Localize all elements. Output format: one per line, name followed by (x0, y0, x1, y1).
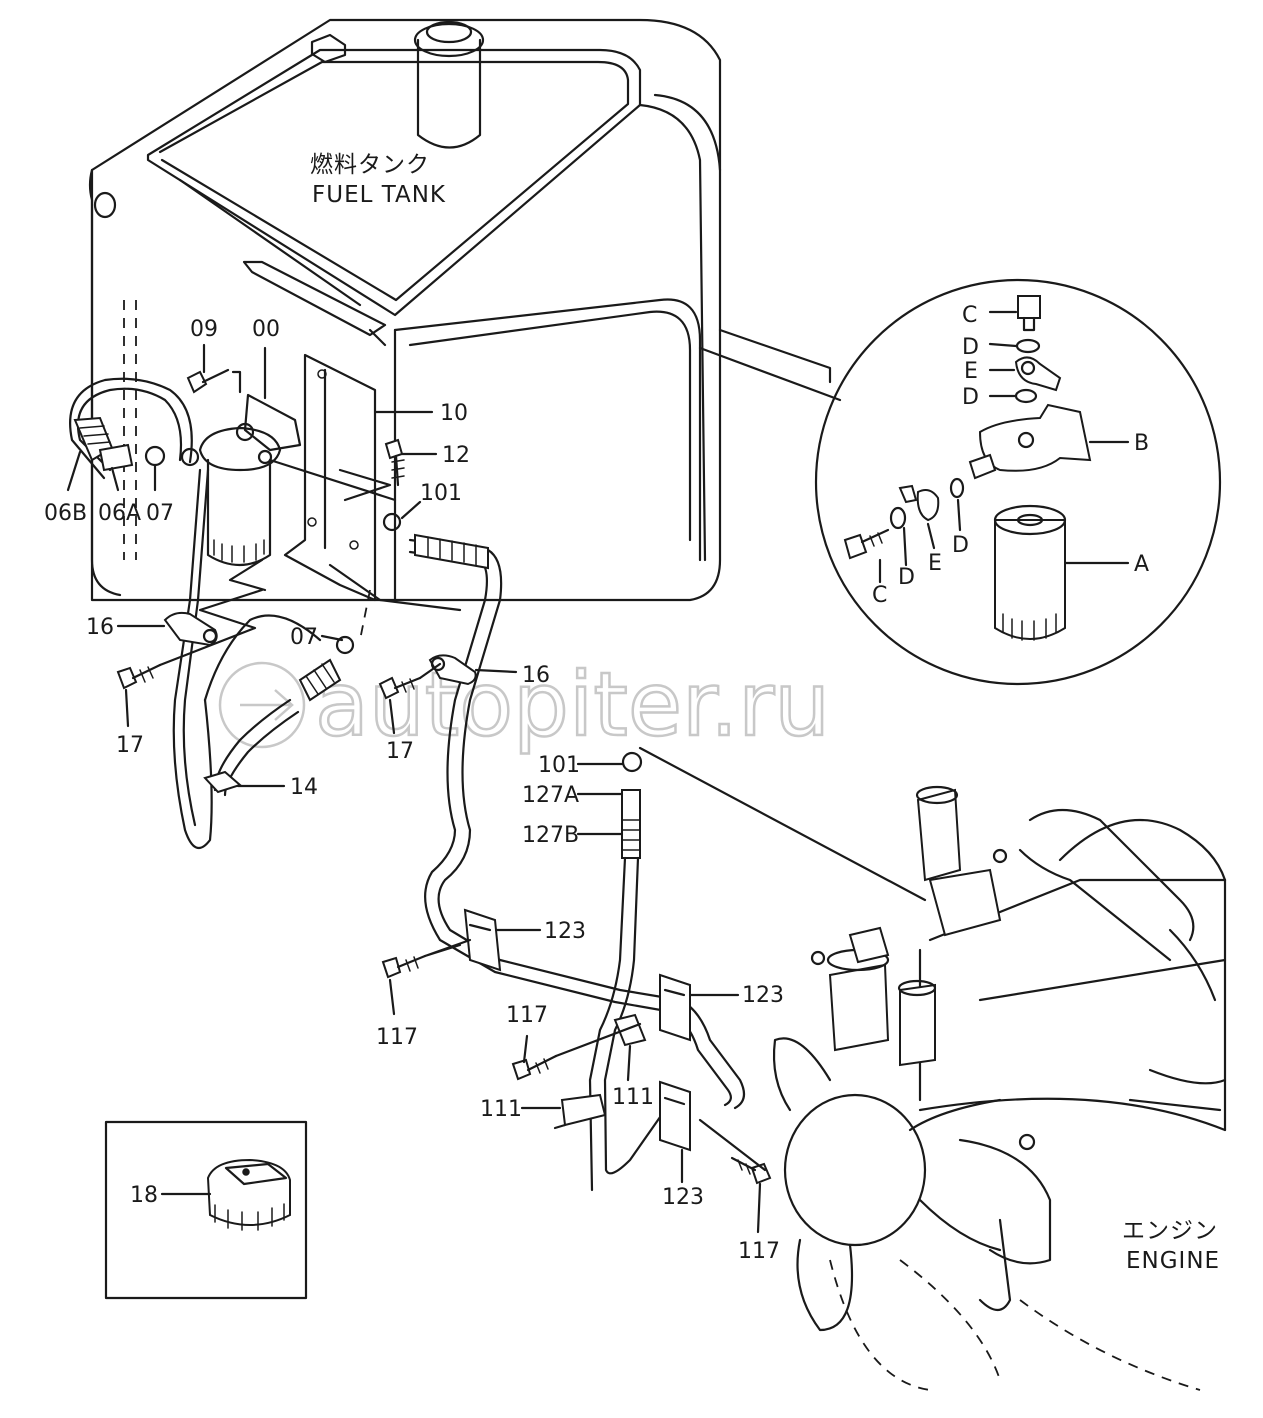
callout-06A: 06A (98, 501, 141, 526)
callout-117-left: 117 (376, 1025, 418, 1050)
callout-16-right: 16 (522, 663, 550, 688)
callout-17-left: 17 (116, 733, 144, 758)
watermark: autopiter.ru (218, 652, 831, 757)
callout-18: 18 (130, 1183, 158, 1208)
callout-14: 14 (290, 775, 318, 800)
engine-label-en: ENGINE (1126, 1248, 1220, 1274)
callout-127B: 127B (522, 823, 579, 848)
detail-label-C-bottom: C (872, 583, 887, 608)
bolt-117-a (381, 954, 427, 979)
callout-leaders (66, 343, 762, 1234)
hose-clip-101-upper (382, 512, 402, 532)
callout-07-upper: 07 (146, 501, 174, 526)
detail-labels: C D E D B C D E D A (872, 303, 1149, 608)
fuel-hose-to-engine (408, 533, 746, 1110)
callout-17-right: 17 (386, 739, 414, 764)
detail-label-E-bottom: E (928, 551, 942, 576)
engine (772, 785, 1227, 1391)
bolt-17-left (116, 663, 162, 690)
clamp-123-mid (659, 973, 691, 1042)
callout-07-lower: 07 (290, 625, 318, 650)
callout-101-lower: 101 (538, 753, 580, 778)
callout-16-left: 16 (86, 615, 114, 640)
callout-09: 09 (190, 317, 218, 342)
detail-label-A: A (1134, 552, 1149, 577)
callout-06B: 06B (44, 501, 87, 526)
callout-123-upper: 123 (544, 919, 586, 944)
fuel-filter-upper (180, 393, 302, 566)
filler-cap (413, 20, 485, 149)
bolt-09 (186, 368, 230, 394)
clamp-123-low (659, 1080, 691, 1152)
engine-fan (772, 1037, 1002, 1391)
clip-111-a (613, 1013, 647, 1047)
callout-labels: 09 00 10 12 101 06B 06A 07 16 07 16 17 1… (44, 317, 784, 1264)
bolt-17-right (378, 676, 422, 700)
filter-bracket (283, 353, 377, 602)
bolt-117-c (730, 1156, 772, 1185)
watermark-text: autopiter.ru (315, 653, 830, 756)
fuel-tank-label-en: FUEL TANK (312, 182, 446, 208)
bolt-117-b (511, 1054, 558, 1081)
callout-117-right: 117 (738, 1239, 780, 1264)
detail-label-D-mid: D (962, 385, 979, 410)
detail-label-D-top: D (962, 335, 979, 360)
detail-label-C-top: C (962, 303, 977, 328)
callout-127A: 127A (522, 783, 579, 808)
engine-label-jp: エンジン (1122, 1218, 1218, 1244)
callout-10: 10 (440, 401, 468, 426)
callout-00: 00 (252, 317, 280, 342)
fuel-tank-label-jp: 燃料タンク (310, 152, 430, 178)
callout-111-left: 111 (480, 1097, 522, 1122)
fuel-hose-127 (588, 751, 667, 1192)
callout-117-mid: 117 (506, 1003, 548, 1028)
callout-12: 12 (442, 443, 470, 468)
callout-111-right: 111 (612, 1085, 654, 1110)
callout-101-upper: 101 (420, 481, 462, 506)
inset-box-tool-18 (104, 1120, 308, 1300)
clamp-16-right (428, 654, 477, 686)
filter-detail-view (814, 278, 1222, 686)
detail-label-E-top: E (964, 359, 978, 384)
fuel-tank (88, 18, 722, 641)
detail-label-D-bottom-left: D (898, 565, 915, 590)
callout-123-lower: 123 (662, 1185, 704, 1210)
detail-label-D-bottom-right: D (952, 533, 969, 558)
clamp-123-left (463, 908, 502, 972)
callout-123-right: 123 (742, 983, 784, 1008)
fuel-hose-left-loop (69, 377, 355, 850)
clip-111-b (553, 1093, 607, 1130)
detail-label-B: B (1134, 431, 1149, 456)
